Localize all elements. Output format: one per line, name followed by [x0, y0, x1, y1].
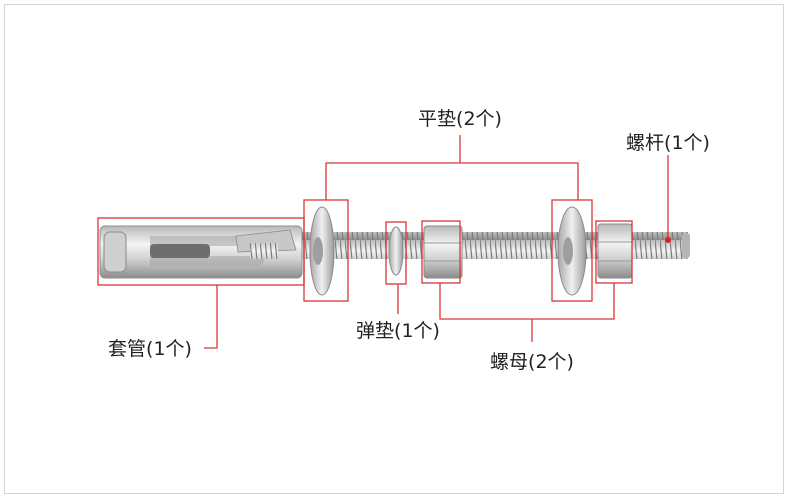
nut-1-box [421, 220, 461, 284]
sleeve [99, 225, 303, 279]
spring-washer-label: 弹垫(1个) [356, 320, 440, 342]
flat-washer-label: 平垫(2个) [418, 108, 502, 130]
flat-washer-bracket [325, 162, 579, 200]
bolt-rod-label: 螺杆(1个) [626, 132, 710, 154]
sleeve-leader [204, 285, 218, 349]
callout-boxes [97, 199, 633, 302]
leader-lines [204, 135, 669, 349]
nut-2 [597, 223, 633, 279]
nut-1 [423, 225, 463, 279]
bolt-rod-point [665, 237, 671, 243]
sleeve-label: 套管(1个) [108, 338, 192, 360]
nut-bracket [439, 283, 615, 320]
spring-washer [388, 226, 404, 276]
rod-tip [682, 233, 690, 258]
flat-washer-2-box [551, 199, 593, 302]
spring-washer-box [385, 221, 407, 285]
nut-label: 螺母(2个) [490, 351, 574, 373]
